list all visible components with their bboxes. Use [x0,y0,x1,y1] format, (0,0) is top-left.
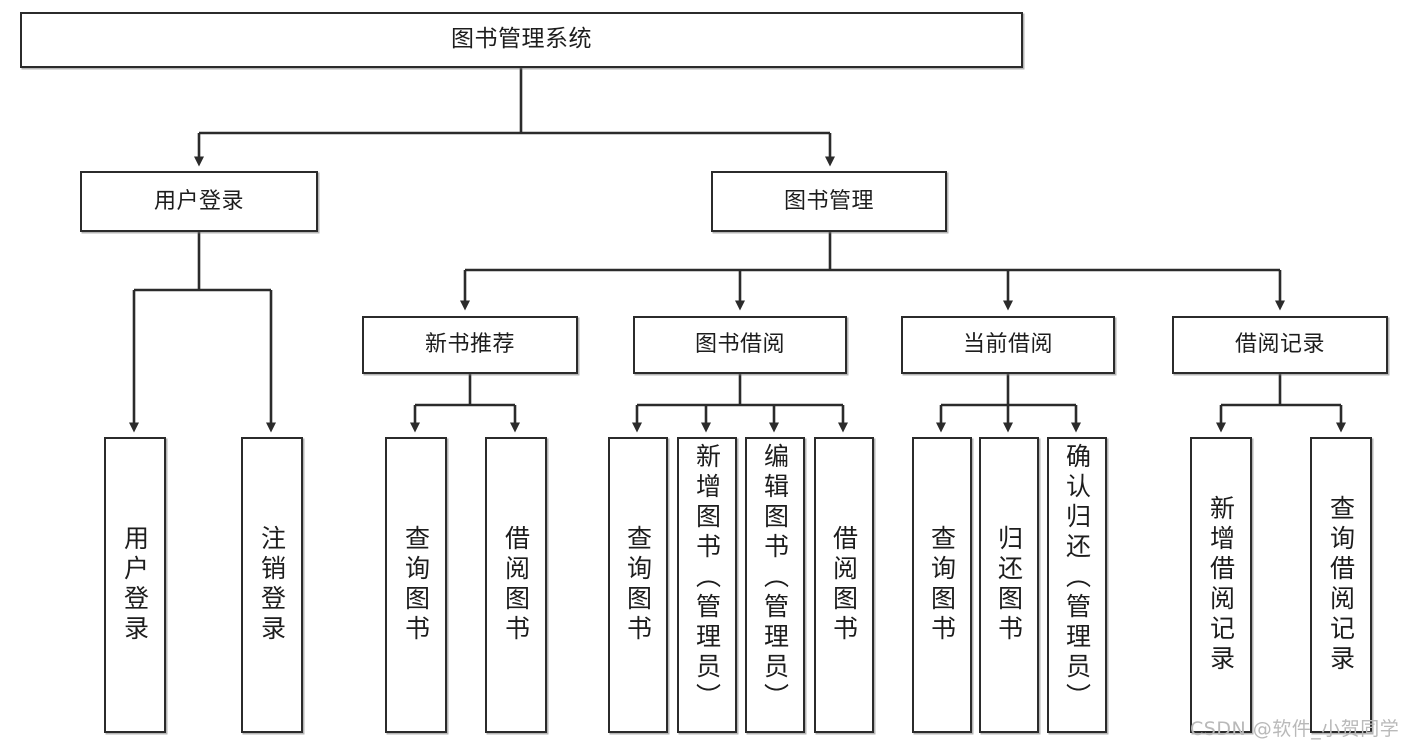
leaf-label: 归还图书 [994,525,1024,645]
node-label: 借阅记录 [1234,332,1325,358]
leaf-confirm-return-admin[interactable]: 确认归还（管理员） [1047,437,1107,733]
leaf-label: 查询图书 [623,525,653,645]
node-label: 新书推荐 [424,332,515,358]
leaf-query-book-recommend[interactable]: 查询图书 [385,437,447,733]
leaf-label: 编辑图书（管理员） [760,443,790,713]
node-label: 图书管理 [783,188,874,214]
watermark-text: CSDN @软件_小贺同学 [1190,718,1400,740]
leaf-borrow-book[interactable]: 借阅图书 [814,437,874,733]
leaf-add-book-admin[interactable]: 新增图书（管理员） [677,437,737,733]
leaf-query-book-current[interactable]: 查询图书 [912,437,972,733]
leaf-label: 用户登录 [120,525,150,645]
leaf-borrow-book-recommend[interactable]: 借阅图书 [485,437,547,733]
node-label: 图书管理系统 [451,26,592,53]
leaf-user-logout[interactable]: 注销登录 [241,437,303,733]
node-user-login[interactable]: 用户登录 [80,171,318,232]
node-borrow-record[interactable]: 借阅记录 [1172,316,1388,374]
leaf-add-borrow-record[interactable]: 新增借阅记录 [1190,437,1252,733]
leaf-label: 借阅图书 [501,525,531,645]
node-book-borrow[interactable]: 图书借阅 [633,316,847,374]
leaf-label: 新增借阅记录 [1206,495,1236,675]
node-label: 用户登录 [153,188,244,214]
leaf-label: 确认归还（管理员） [1062,443,1092,713]
leaf-return-book[interactable]: 归还图书 [979,437,1039,733]
node-new-book-recommend[interactable]: 新书推荐 [362,316,578,374]
leaf-label: 注销登录 [257,525,287,645]
leaf-label: 查询图书 [927,525,957,645]
node-book-management[interactable]: 图书管理 [711,171,947,232]
leaf-query-borrow-record[interactable]: 查询借阅记录 [1310,437,1372,733]
leaf-edit-book-admin[interactable]: 编辑图书（管理员） [745,437,805,733]
leaf-user-login[interactable]: 用户登录 [104,437,166,733]
node-label: 当前借阅 [962,332,1053,358]
leaf-label: 新增图书（管理员） [692,443,722,713]
leaf-label: 查询图书 [401,525,431,645]
node-current-borrow[interactable]: 当前借阅 [901,316,1115,374]
node-root-system[interactable]: 图书管理系统 [20,12,1023,68]
leaf-query-book-borrow[interactable]: 查询图书 [608,437,668,733]
leaf-label: 借阅图书 [829,525,859,645]
node-label: 图书借阅 [694,332,785,358]
leaf-label: 查询借阅记录 [1326,495,1356,675]
